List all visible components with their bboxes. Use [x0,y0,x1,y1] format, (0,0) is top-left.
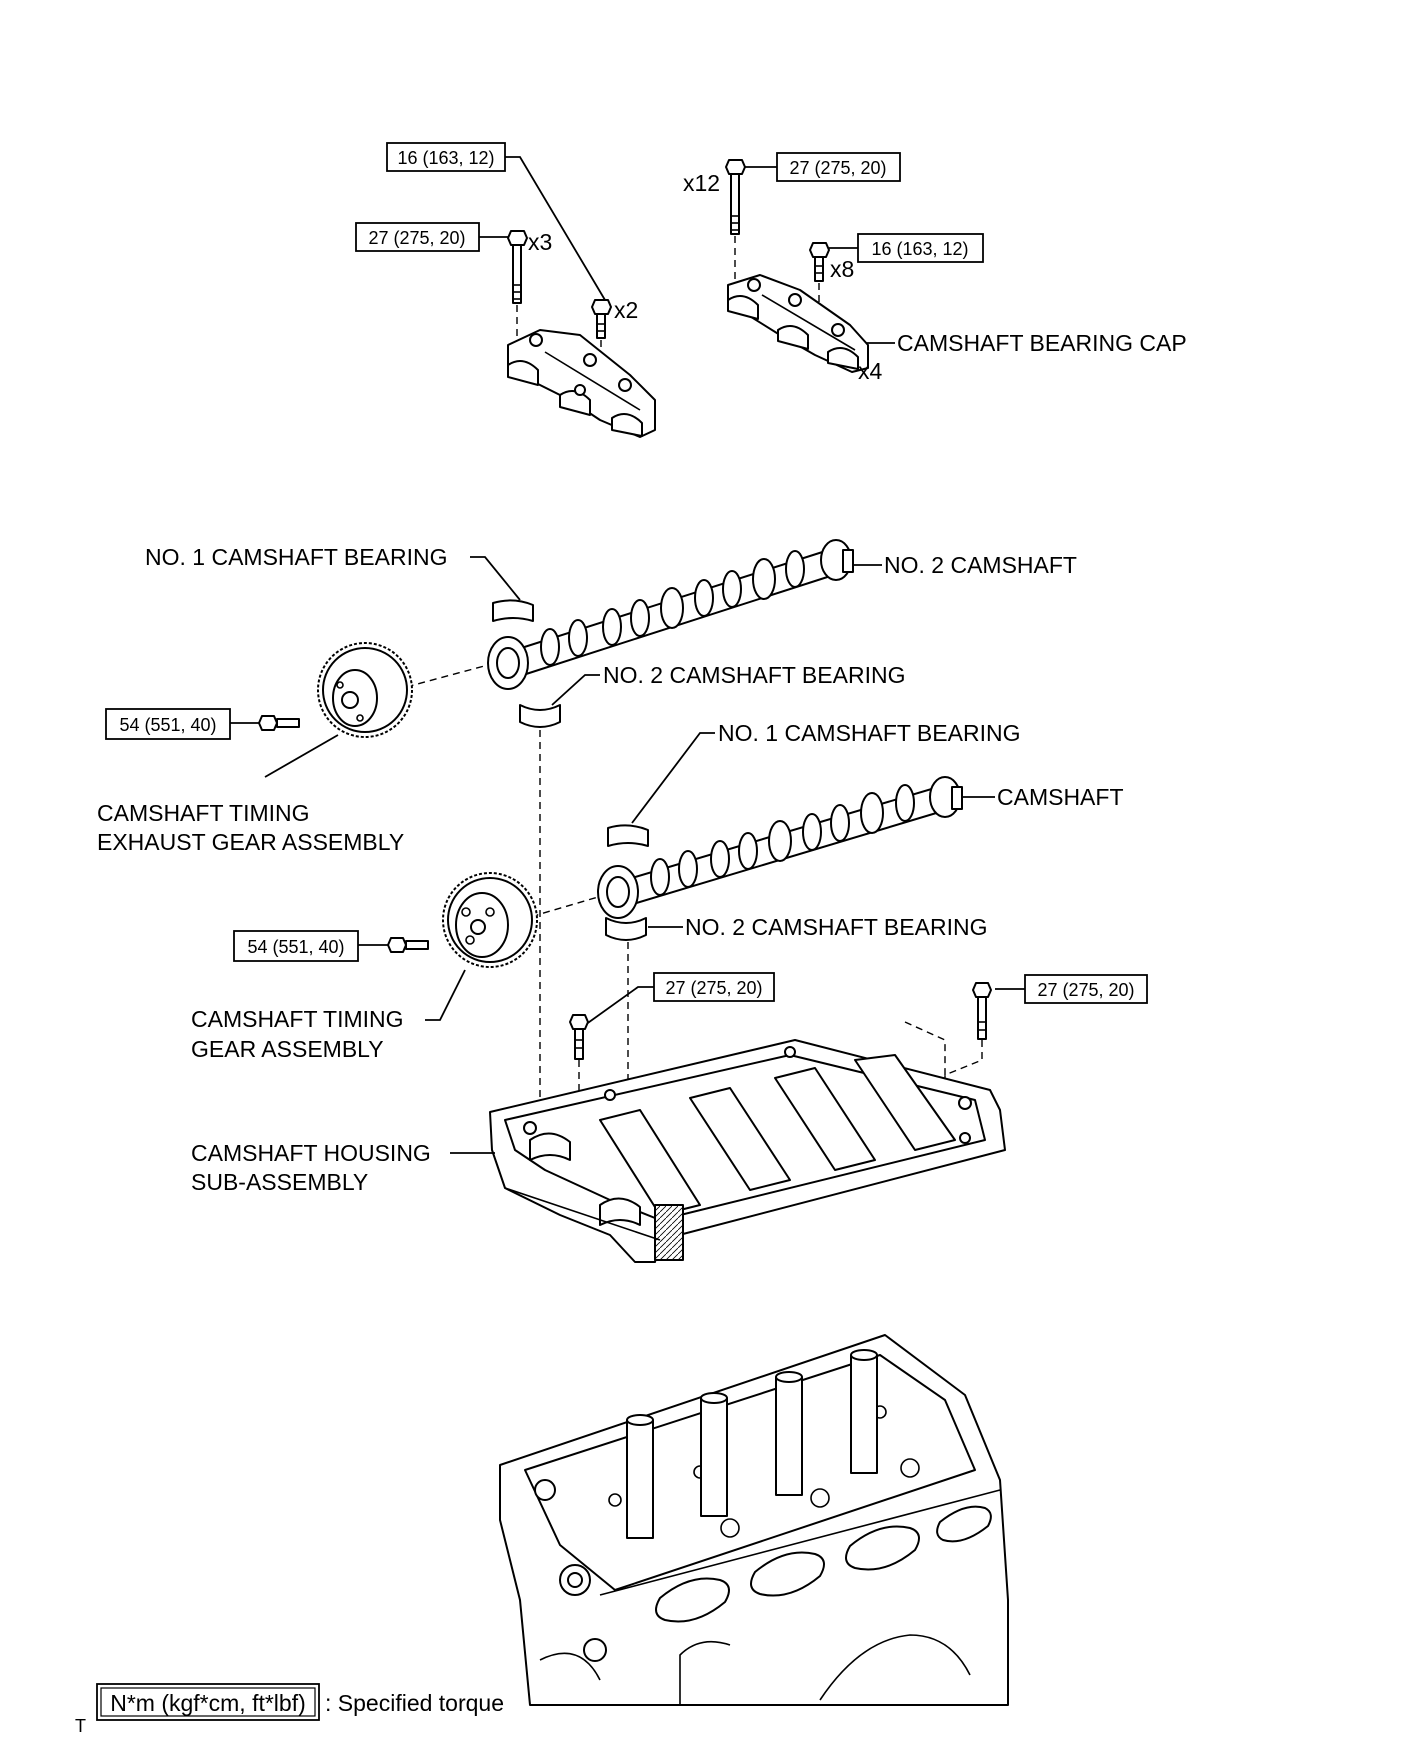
part-label: CAMSHAFT [997,784,1124,810]
bearing-shell [519,704,561,728]
part-label: EXHAUST GEAR ASSEMBLY [97,829,404,855]
torque-value: 16 (163, 12) [397,148,494,168]
timing-gear-group: 54 (551, 40) CAMSHAFT TIMING GEAR ASSEMB… [191,872,599,1062]
part-label: SUB-ASSEMBLY [191,1169,368,1195]
cylinder-head [499,1334,1009,1706]
gear-bolt [258,715,300,731]
housing-bolt-right [972,982,992,1040]
guide-tube [700,1392,728,1517]
torque-value: 27 (275, 20) [665,978,762,998]
housing-bolt-left [569,1014,589,1060]
short-bolt [591,299,612,339]
quantity-mark: x2 [614,297,638,323]
torque-value: 27 (275, 20) [368,228,465,248]
torque-value: 54 (551, 40) [119,715,216,735]
part-label: CAMSHAFT BEARING CAP [897,330,1187,356]
part-label: NO. 2 CAMSHAFT BEARING [603,662,905,688]
quantity-mark: x12 [683,170,720,196]
camshaft-no2 [487,539,854,690]
exhaust-gear [317,642,413,738]
bearing-cap-right [727,274,869,373]
quantity-mark: x4 [858,358,883,384]
guide-tube [850,1349,878,1474]
no2-camshaft-group: NO. 1 CAMSHAFT BEARING [145,539,1077,1100]
guide-tube [626,1414,654,1539]
part-label: GEAR ASSEMBLY [191,1036,384,1062]
quantity-mark: x3 [528,229,552,255]
footer-mark: T [75,1716,86,1734]
long-bolt [725,159,746,235]
torque-value: 16 (163, 12) [871,239,968,259]
bearing-shell [492,599,534,622]
bearing-shell [605,917,647,941]
legend-units: N*m (kgf*cm, ft*lbf) [110,1690,306,1716]
legend: N*m (kgf*cm, ft*lbf) : Specified torque [96,1683,504,1721]
top-right-assembly: x12 27 (275, 20) 16 (163, 12) x8 [683,152,1187,384]
short-bolt [809,242,830,282]
gear-bolt [387,937,429,953]
bearing-cap-left [507,329,656,438]
torque-value: 54 (551, 40) [247,937,344,957]
part-label: NO. 1 CAMSHAFT BEARING [145,544,447,570]
long-bolt [507,230,528,304]
top-left-assembly: 16 (163, 12) 27 (275, 20) x3 x2 [355,142,656,438]
part-label: NO. 1 CAMSHAFT BEARING [718,720,1020,746]
part-label: NO. 2 CAMSHAFT [884,552,1077,578]
guide-tube [775,1371,803,1496]
camshaft-main [597,776,963,919]
bearing-shell [607,824,649,847]
part-label: NO. 2 CAMSHAFT BEARING [685,914,987,940]
torque-value: 27 (275, 20) [1037,980,1134,1000]
housing-bolts: 27 (275, 20) 27 (275, 20) [569,972,1148,1110]
quantity-mark: x8 [830,256,854,282]
timing-gear [442,872,538,968]
part-label: CAMSHAFT TIMING [191,1006,404,1032]
torque-value: 27 (275, 20) [789,158,886,178]
part-label: CAMSHAFT TIMING [97,800,310,826]
part-label: CAMSHAFT HOUSING [191,1140,431,1166]
camshaft-group: NO. 1 CAMSHAFT BEARING CAMSHAFT NO. 2 CA… [597,720,1124,1210]
legend-text: : Specified torque [325,1690,504,1716]
exhaust-gear-group: 54 (551, 40) CAMSHAFT TIMING EXHAUST GEA… [97,642,489,855]
camshaft-housing [489,1039,1006,1263]
